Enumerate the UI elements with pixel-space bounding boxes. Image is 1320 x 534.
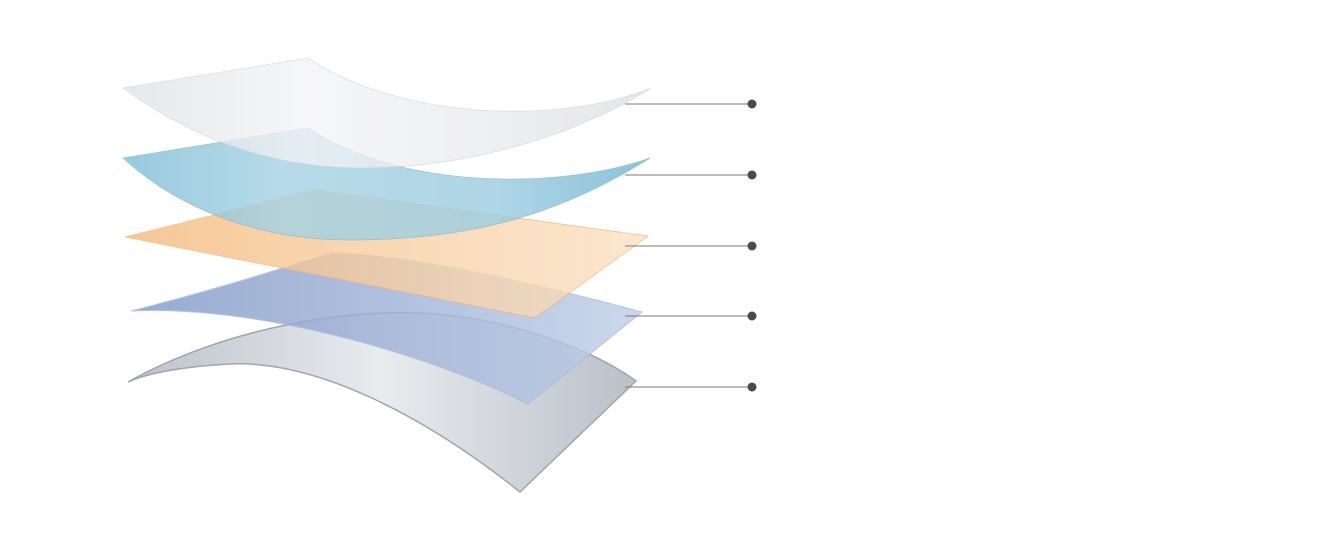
callout-1-dot [747, 99, 757, 109]
callout-4-dot [747, 311, 757, 321]
callout-3-dot [747, 241, 757, 251]
callout-2-dot [747, 170, 757, 180]
callout-5 [625, 382, 757, 392]
callout-3 [625, 241, 757, 251]
layer-1-sheet [121, 57, 652, 169]
callout-5-dot [747, 382, 757, 392]
callout-2 [625, 170, 757, 180]
callout-4 [625, 311, 757, 321]
layer-2-sheet [122, 127, 651, 241]
callout-1 [625, 99, 757, 109]
